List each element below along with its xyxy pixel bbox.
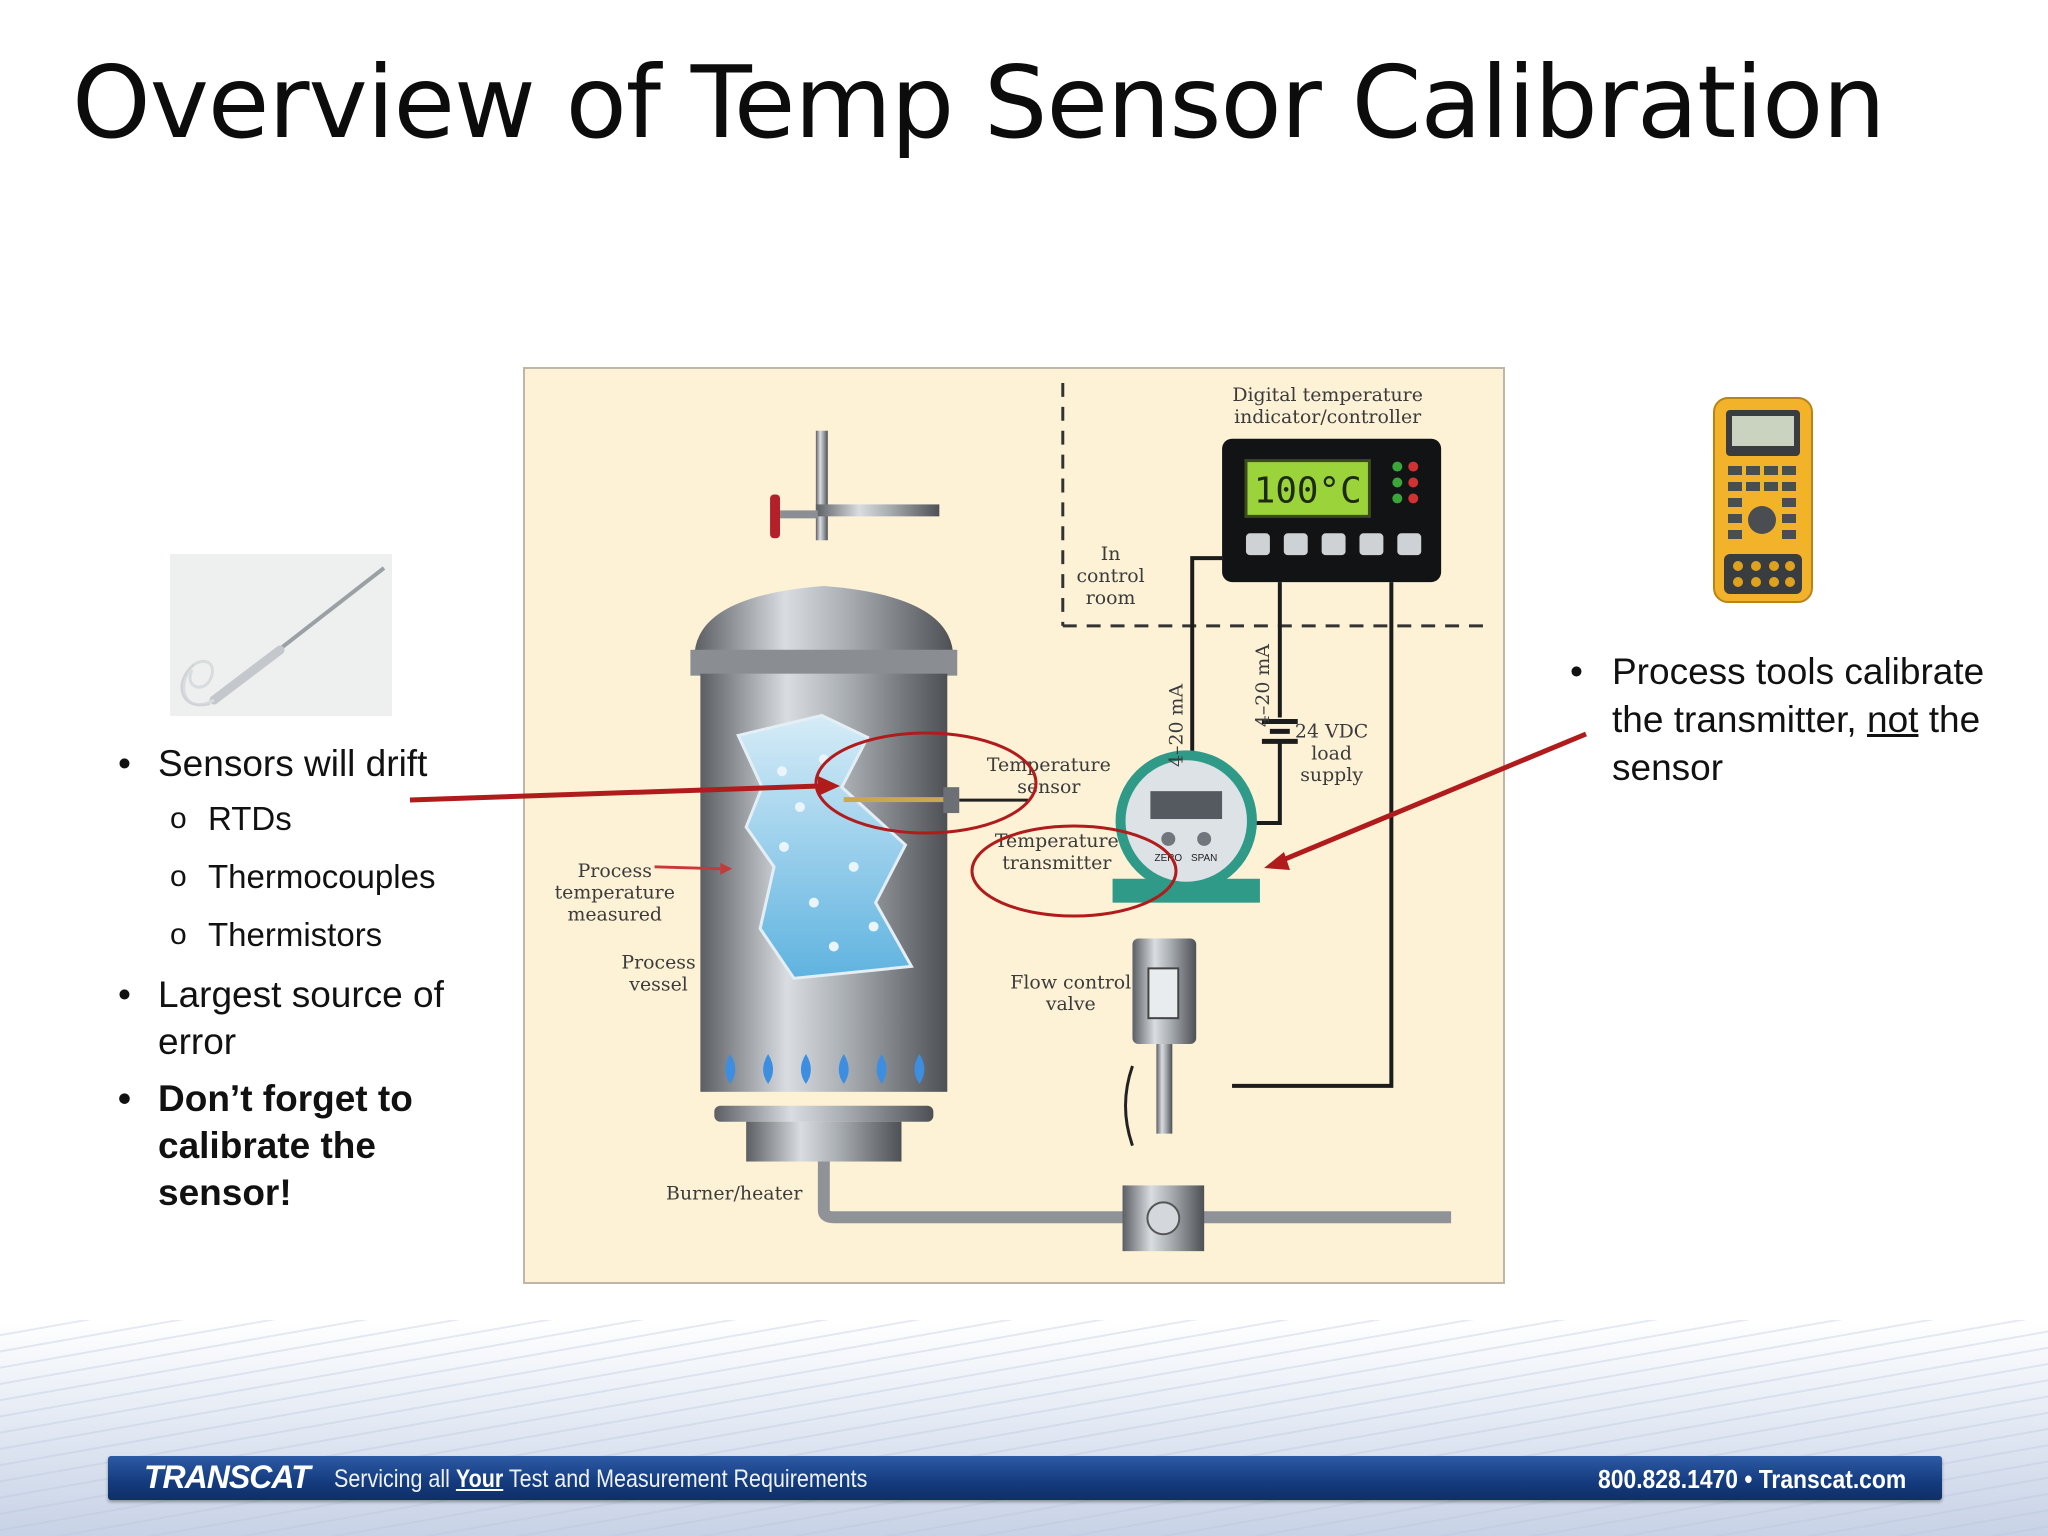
control-room-label-line3: room	[1086, 587, 1136, 609]
span-label: SPAN	[1191, 853, 1217, 864]
controller-display	[1244, 459, 1371, 518]
burner-label: Burner/heater	[666, 1182, 803, 1204]
current-label-left: 4–20 mA	[1165, 684, 1187, 767]
sensor-label-line1: Temperature	[987, 754, 1111, 776]
vessel-flange	[690, 649, 958, 676]
bullet-sensors-drift: • Sensors will drift	[118, 743, 428, 784]
footer-background	[0, 1320, 2048, 1536]
sub-bullet-thermistors: o Thermistors	[170, 916, 383, 953]
current-label-right: 4–20 mA	[1252, 644, 1274, 727]
footer-tagline: Servicing all Your Test and Measurement …	[334, 1465, 868, 1493]
sensor-probe	[843, 797, 948, 803]
supply-label-line3: supply	[1300, 764, 1363, 786]
footer-bar: TRANSCAT Servicing all Your Test and Mea…	[108, 1456, 1942, 1500]
wire-signal	[1190, 556, 1223, 820]
vessel-dome	[694, 586, 954, 658]
footer-pattern	[0, 1320, 2048, 1536]
valve-label-line2: valve	[1045, 993, 1096, 1015]
bullet-largest-error: • Largest source of error	[118, 974, 444, 1062]
process-temp-label-line1: Process	[578, 860, 652, 882]
valve-label-line1: Flow control	[1010, 971, 1131, 993]
process-temp-label-line2: temperature	[555, 882, 675, 904]
top-pipe-vertical	[815, 430, 828, 541]
gas-pipe	[817, 1161, 1452, 1224]
emphasis-not: not	[1867, 699, 1919, 740]
temperature-probe-photo	[170, 554, 392, 716]
sensor-label-line2: sensor	[1017, 776, 1081, 798]
controller-buttons	[1245, 533, 1422, 556]
process-diagram: 100°C ZERO SPAN Digital temperature indi…	[523, 367, 1505, 1284]
slide-title: Overview of Temp Sensor Calibration	[72, 44, 1886, 161]
supply-label-line1: 24 VDC	[1295, 720, 1368, 742]
process-calibrator-photo	[1712, 396, 1814, 604]
bullet-process-tools: • Process tools calibrate the transmitte…	[1570, 651, 1985, 788]
control-room-label-line1: In	[1101, 543, 1121, 565]
control-room-label-line2: control	[1076, 565, 1144, 587]
bullet-calibrate-sensor: • Don’t forget to calibrate the sensor!	[118, 1078, 413, 1213]
temperature-transmitter	[1115, 750, 1257, 892]
probe-illustration	[180, 566, 386, 707]
right-bullet-list: • Process tools calibrate the transmitte…	[1570, 648, 2030, 792]
vessel-label-line2: vessel	[628, 973, 688, 995]
flame-icons	[725, 1053, 925, 1084]
display-readout: 100°C	[1254, 470, 1362, 511]
valve-handle-icon	[770, 494, 781, 539]
sub-bullet-rtds: o RTDs	[170, 800, 292, 837]
burner-body	[746, 1121, 902, 1162]
top-pipe-horizontal	[815, 504, 940, 517]
sub-bullet-thermocouples: o Thermocouples	[170, 858, 436, 895]
diagram-svg: 100°C ZERO SPAN Digital temperature indi…	[555, 382, 1491, 1252]
left-bullet-list: • Sensors will drift o RTDs o Thermocoup…	[118, 740, 518, 1226]
transcat-logo: TRANSCAT	[144, 1459, 311, 1495]
supply-label-line2: load	[1311, 742, 1352, 764]
transmitter-label-line1: Temperature	[995, 830, 1119, 852]
indicator-label-line1: Digital temperature	[1232, 384, 1423, 406]
calibrator-illustration	[1713, 397, 1813, 603]
transmitter-label-line2: transmitter	[1002, 852, 1112, 874]
indicator-label-line2: indicator/controller	[1234, 406, 1422, 428]
burner-manifold	[714, 1105, 934, 1122]
vessel-label-line1: Process	[621, 951, 695, 973]
footer-contact: 800.828.1470 • Transcat.com	[1597, 1464, 1906, 1494]
process-temp-label-line3: measured	[567, 904, 662, 926]
zero-label: ZERO	[1155, 853, 1183, 864]
